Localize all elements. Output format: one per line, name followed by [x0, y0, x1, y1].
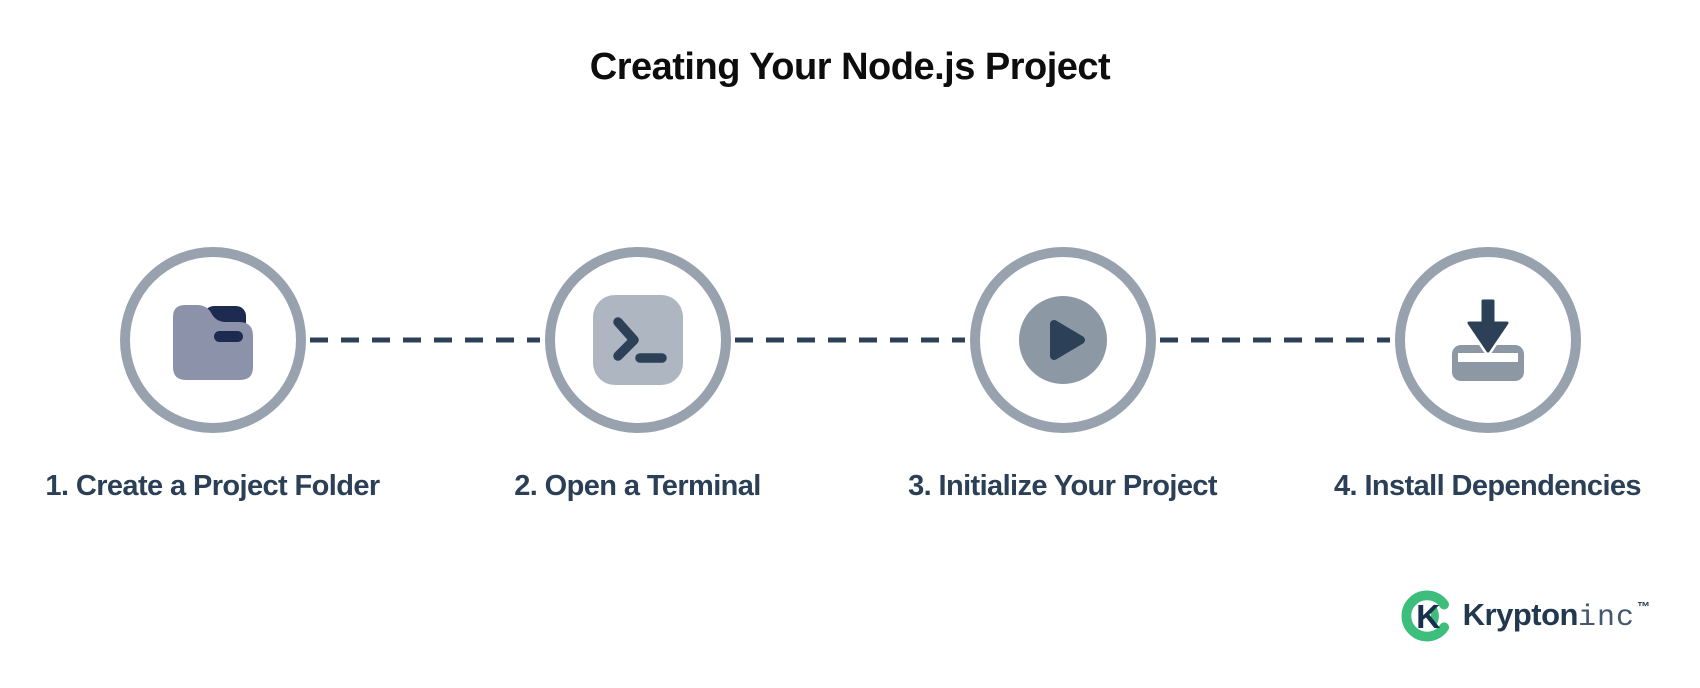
folder-icon [172, 305, 253, 380]
trademark-symbol: ™ [1637, 599, 1650, 614]
step-circle [969, 247, 1156, 433]
step-circle [544, 247, 731, 433]
brand-name-secondary: inc [1577, 601, 1635, 635]
step-circle [1394, 247, 1581, 433]
step-circle [119, 247, 306, 433]
step-create-project-folder: 1. Create a Project Folder [0, 247, 425, 503]
play-icon [1018, 296, 1107, 384]
step-label: 1. Create a Project Folder [45, 470, 380, 502]
logo-letter: K [1416, 599, 1440, 636]
steps-row: 1. Create a Project Folder 2. Open a Ter… [0, 247, 1700, 503]
terminal-icon [592, 295, 683, 385]
install-download-icon [1451, 297, 1524, 381]
step-initialize-project: 3. Initialize Your Project [850, 247, 1275, 503]
page-title: Creating Your Node.js Project [589, 46, 1111, 88]
kryptoninc-logo-icon: K [1401, 590, 1453, 642]
step-label: 4. Install Dependencies [1334, 470, 1642, 502]
step-open-terminal: 2. Open a Terminal [425, 247, 850, 503]
step-label: 2. Open a Terminal [514, 470, 761, 502]
brand-name-primary: Krypton [1462, 597, 1579, 632]
step-label: 3. Initialize Your Project [908, 470, 1217, 502]
step-install-dependencies: 4. Install Dependencies [1275, 247, 1700, 503]
